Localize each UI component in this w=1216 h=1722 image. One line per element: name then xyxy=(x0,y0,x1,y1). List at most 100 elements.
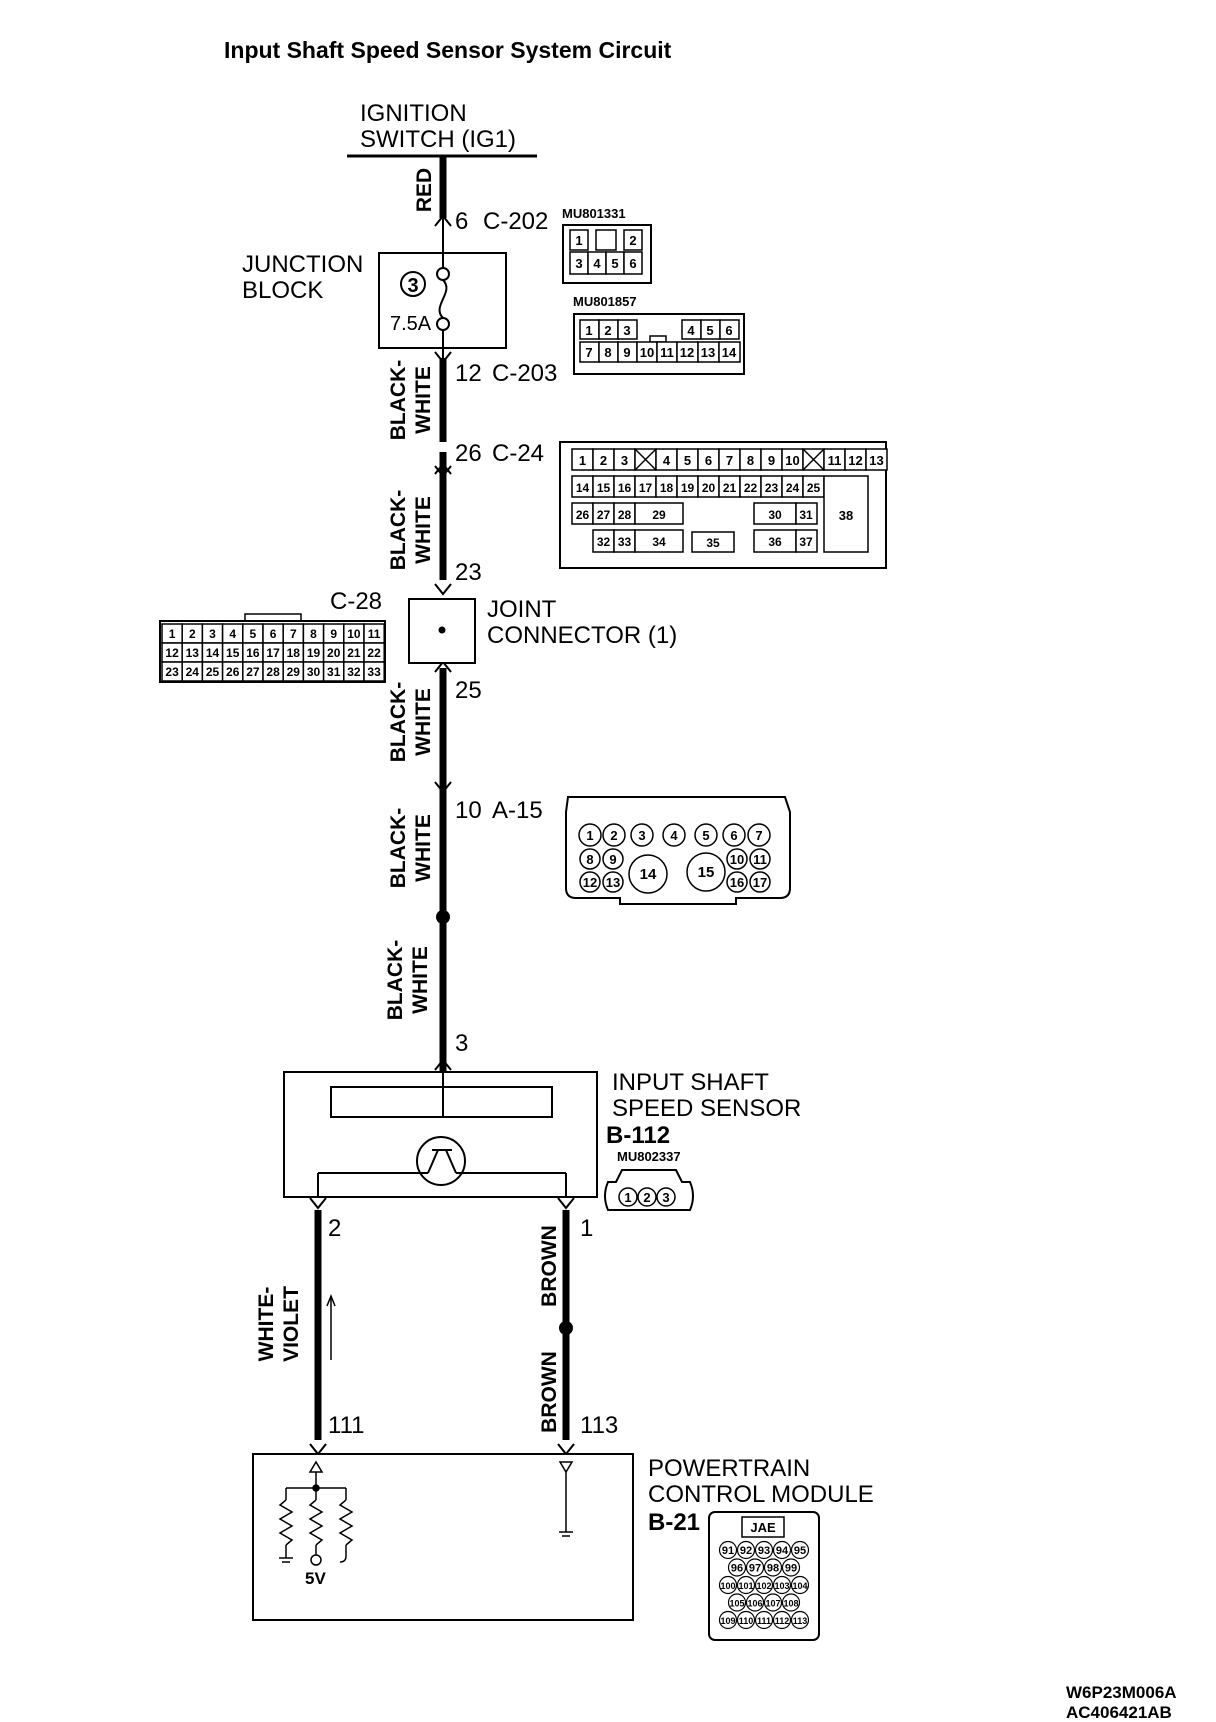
pin-label: 6 xyxy=(730,828,737,843)
pin-label: 31 xyxy=(799,508,813,522)
pin-label: 95 xyxy=(794,1545,806,1557)
pin-label: 13 xyxy=(606,875,620,890)
pin-label: 15 xyxy=(597,481,611,495)
pin-label: 23 xyxy=(165,665,179,679)
pin-label: 8 xyxy=(747,453,754,468)
svg-text:VIOLET: VIOLET xyxy=(280,1286,303,1362)
svg-text:6: 6 xyxy=(725,323,732,338)
joint-label-1: JOINT xyxy=(487,596,557,623)
sensor-ref: B-112 xyxy=(606,1122,670,1149)
pin-label: 91 xyxy=(722,1545,734,1557)
pin-label: 17 xyxy=(266,646,280,660)
pin-label: 21 xyxy=(347,646,361,660)
pin-label: 7 xyxy=(290,627,297,641)
pin-label: 2 xyxy=(610,828,617,843)
svg-text:WHITE-: WHITE- xyxy=(255,1287,278,1362)
pin-label: 21 xyxy=(723,481,737,495)
svg-text:1: 1 xyxy=(575,233,582,248)
svg-text:1: 1 xyxy=(624,1190,631,1205)
pin-label: 4 xyxy=(670,828,678,843)
pin-label: 112 xyxy=(775,1616,790,1626)
pin-label: 107 xyxy=(765,1599,780,1609)
svg-text:2: 2 xyxy=(629,233,636,248)
pin-label: 33 xyxy=(618,535,632,549)
pin-label: 1 xyxy=(169,627,176,641)
splice-dot xyxy=(436,910,450,924)
wire-label-bw-3: BLACK- WHITE xyxy=(387,682,435,762)
wire-label-bw-4: BLACK- WHITE xyxy=(387,808,435,888)
pin-label: 24 xyxy=(186,665,200,679)
pin-label: 14 xyxy=(206,646,220,660)
sensor-internal-lines xyxy=(317,1072,567,1197)
svg-text:7: 7 xyxy=(585,345,592,360)
pin-label: 2 xyxy=(189,627,196,641)
svg-text:WHITE: WHITE xyxy=(412,688,435,756)
wire-label-wv: WHITE- VIOLET xyxy=(255,1286,303,1362)
fuse-number: 3 xyxy=(407,275,418,297)
terminal-113: 113 xyxy=(580,1412,618,1439)
pin-label: 106 xyxy=(747,1599,762,1609)
svg-text:13: 13 xyxy=(701,345,715,360)
svg-text:1: 1 xyxy=(585,323,592,338)
pin-label: 12 xyxy=(583,875,597,890)
svg-text:4: 4 xyxy=(593,256,601,271)
pin-label: 36 xyxy=(768,535,782,549)
svg-text:6: 6 xyxy=(629,256,636,271)
terminal-10: 10 xyxy=(455,797,482,824)
pin-label: 99 xyxy=(785,1563,797,1575)
signal-arrow xyxy=(326,1293,336,1360)
wire-label-bw-1: BLACK- WHITE xyxy=(387,360,435,440)
fuse-rating: 7.5A xyxy=(390,313,432,335)
pin-label: 97 xyxy=(749,1563,761,1575)
pin-label: 6 xyxy=(705,453,712,468)
svg-text:5: 5 xyxy=(611,256,618,271)
pin-label: 35 xyxy=(706,536,720,550)
pin-label: 111 xyxy=(757,1616,771,1626)
svg-text:9: 9 xyxy=(623,345,630,360)
pin-label: 22 xyxy=(744,481,758,495)
svg-text:BLACK-: BLACK- xyxy=(387,808,410,888)
pin-label: 11 xyxy=(368,627,381,641)
pin-label: 5 xyxy=(702,828,709,843)
pin-label: 8 xyxy=(310,627,317,641)
pin-label: 104 xyxy=(792,1581,807,1591)
joint-label-2: CONNECTOR (1) xyxy=(487,622,677,649)
pin-label: 110 xyxy=(739,1616,754,1626)
terminal-3: 3 xyxy=(455,1030,468,1057)
mu801857-connector: 1 2 3 4 5 6 7 8 9 10 11 12 13 14 xyxy=(573,313,745,375)
wire-label-bw-5: BLACK- WHITE xyxy=(384,940,432,1020)
pin-label: 9 xyxy=(609,852,616,867)
pin-label: 98 xyxy=(767,1563,779,1575)
fuse-number-circle xyxy=(400,271,426,297)
connector-c202: C-202 xyxy=(483,208,548,235)
wire-label-brown-1: BROWN xyxy=(538,1225,561,1307)
pin-label: 14 xyxy=(640,866,657,883)
pin-label: 109 xyxy=(720,1616,735,1626)
c28-label: C-28 xyxy=(330,588,382,615)
pin-label: 108 xyxy=(783,1599,798,1609)
svg-text:3: 3 xyxy=(575,256,582,271)
svg-text:12: 12 xyxy=(680,345,694,360)
connector-c203: C-203 xyxy=(492,360,557,387)
mu801331-part: MU801331 xyxy=(562,206,626,221)
svg-text:8: 8 xyxy=(604,345,611,360)
pin-label: 29 xyxy=(287,665,301,679)
svg-text:4: 4 xyxy=(687,323,695,338)
pin-label: 113 xyxy=(793,1616,808,1626)
pin-label: 22 xyxy=(367,646,381,660)
pin-label: 13 xyxy=(186,646,200,660)
pin-label: 30 xyxy=(307,665,321,679)
pin-label: 7 xyxy=(726,453,733,468)
svg-text:WHITE: WHITE xyxy=(412,496,435,564)
pin-label: 11 xyxy=(828,453,842,468)
pin-label: 16 xyxy=(730,875,744,890)
pin-label: 10 xyxy=(785,453,799,468)
connector-a15: A-15 xyxy=(492,797,543,824)
pin-label: 93 xyxy=(758,1545,770,1557)
pin-label: 14 xyxy=(576,481,590,495)
pin-label: 18 xyxy=(660,481,674,495)
